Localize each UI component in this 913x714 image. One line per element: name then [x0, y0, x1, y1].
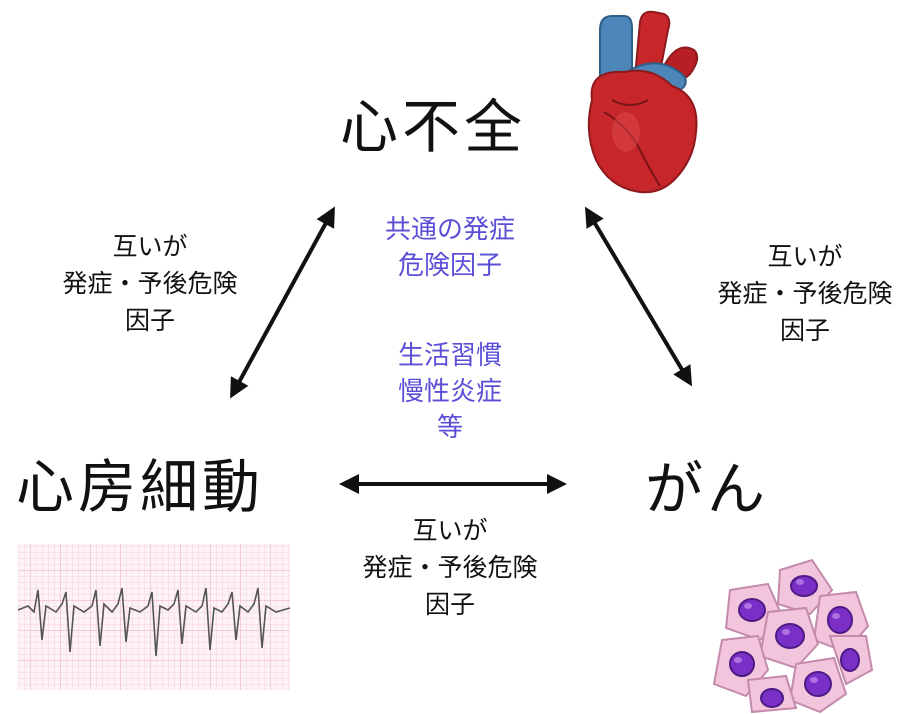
caption-line: 発症・予後危険	[362, 553, 538, 582]
common-risk-line: 共通の発症	[384, 215, 515, 245]
caption-line: 発症・予後危険	[717, 279, 893, 308]
factor-item: 等	[436, 413, 463, 443]
node-heart-failure: 心不全	[340, 93, 527, 161]
caption-line: 互いが	[112, 232, 188, 261]
common-risk-text: 共通の発症 危険因子	[350, 212, 550, 284]
edge-caption-bottom: 互いが 発症・予後危険 因子	[345, 512, 555, 623]
caption-line: 互いが	[767, 242, 843, 271]
factor-item: 慢性炎症	[397, 377, 502, 407]
common-risk-line: 危険因子	[397, 251, 502, 281]
factor-item: 生活習慣	[397, 341, 502, 371]
caption-line: 互いが	[412, 516, 488, 545]
edge-caption-left: 互いが 発症・予後危険 因子	[50, 228, 250, 339]
caption-line: 因子	[424, 590, 475, 619]
caption-line: 因子	[779, 316, 830, 345]
caption-line: 因子	[124, 306, 175, 335]
edge-caption-right: 互いが 発症・予後危険 因子	[700, 238, 910, 349]
node-cancer: がん	[645, 455, 770, 523]
arrow-hf-cancer	[584, 206, 693, 387]
node-atrial-fibrillation: 心房細動	[16, 453, 265, 521]
caption-line: 発症・予後危険	[62, 269, 238, 298]
arrow-hf-af	[230, 206, 335, 399]
factors-text: 生活習慣 慢性炎症 等	[350, 338, 550, 446]
